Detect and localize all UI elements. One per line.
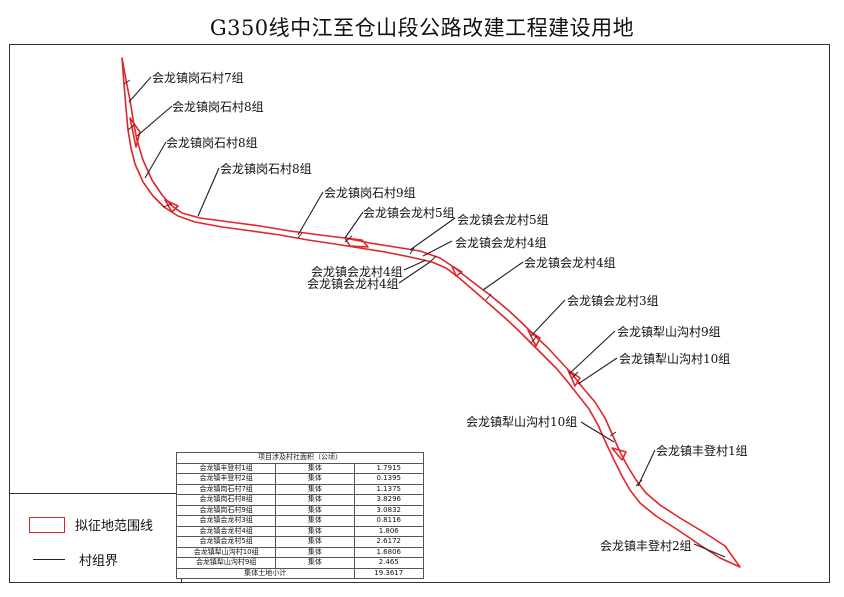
map-label: 会龙镇会龙村4组: [455, 236, 547, 250]
map-label: 会龙镇犁山沟村9组: [617, 325, 721, 339]
legend-area-label: 拟征地范围线: [75, 519, 154, 534]
label-leaders: [128, 76, 726, 558]
table-title: 项目涉及村社面积（公顷）: [176, 452, 424, 464]
map-frame: [9, 44, 830, 583]
map-label: 会龙镇丰登村2组: [600, 539, 692, 553]
map-label: 会龙镇犁山沟村10组: [619, 352, 731, 366]
map-label: 会龙镇丰登村1组: [656, 444, 748, 458]
map-label: 会龙镇会龙村4组: [524, 256, 616, 270]
map-legend: 拟征地范围线 村组界: [10, 493, 182, 582]
map-label: 会龙镇犁山沟村10组: [466, 415, 578, 429]
map-label: 会龙镇岗石村8组: [220, 162, 312, 176]
legend-area: 拟征地范围线: [29, 515, 153, 534]
map-label: 会龙镇岗石村9组: [324, 186, 416, 200]
line-swatch-icon: [33, 559, 65, 560]
map-label: 会龙镇会龙村5组: [363, 206, 455, 220]
map-title: G350线中江至仓山段公路改建工程建设用地: [209, 16, 635, 40]
legend-line: 村组界: [29, 550, 118, 569]
map-label: 会龙镇会龙村4组: [307, 277, 399, 291]
map-label: 会龙镇会龙村4组: [311, 265, 403, 279]
legend-line-label: 村组界: [79, 554, 119, 569]
map-label: 会龙镇会龙村5组: [457, 213, 549, 227]
map-label: 会龙镇岗石村7组: [152, 71, 244, 85]
map-label: 会龙镇岗石村8组: [172, 100, 264, 114]
village-boundaries: [123, 79, 643, 487]
acquisition-boundary: [121, 57, 741, 568]
map-label: 会龙镇会龙村3组: [567, 294, 659, 308]
map-label: 会龙镇岗石村8组: [166, 136, 258, 150]
boundary-swatch-icon: [29, 516, 65, 533]
